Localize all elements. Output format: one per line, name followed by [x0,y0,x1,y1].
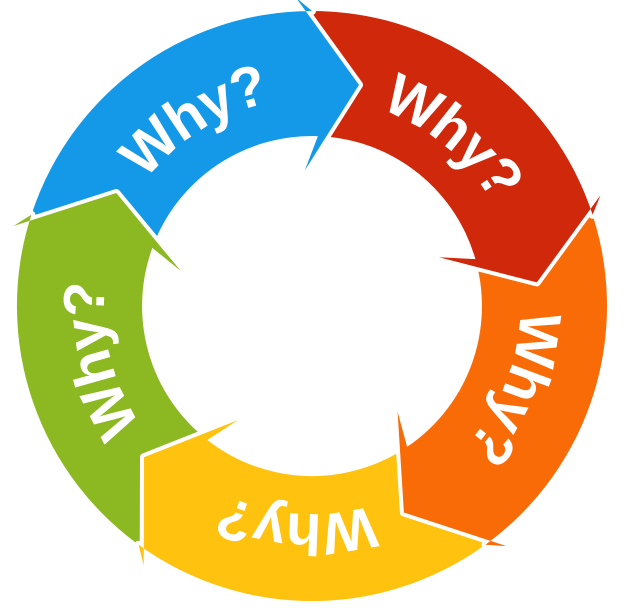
red-arrow-shape [297,7,605,287]
